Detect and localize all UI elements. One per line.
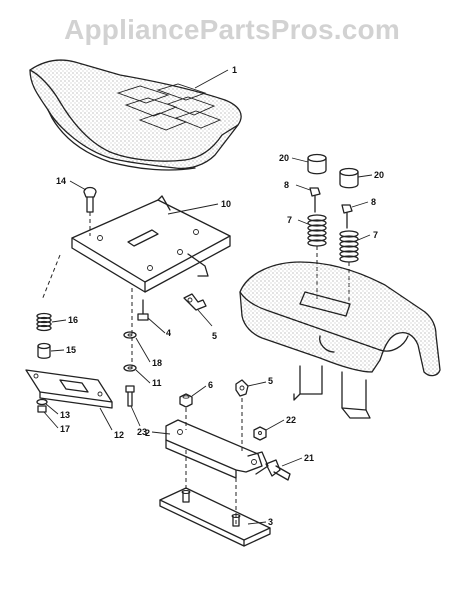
seat-plate-part [71,195,231,293]
callout-20-left: 20 [279,153,289,163]
spring-part-7-left [307,214,327,247]
bushing-part-15 [37,342,51,359]
watermark: AppliancePartsPros.com [64,14,400,45]
callout-14: 14 [56,176,66,186]
callout-13: 13 [60,410,70,420]
callout-8-left: 8 [284,180,289,190]
callout-10: 10 [221,199,231,209]
callout-16: 16 [68,315,78,325]
callout-15: 15 [66,345,76,355]
callout-2: 2 [145,428,150,438]
callout-8-right: 8 [371,197,376,207]
seat-part [29,59,242,171]
callout-23: 23 [137,427,147,437]
spring-part-7-right [339,230,359,263]
callout-5-lower: 5 [268,376,273,386]
knob-bolt-part [83,186,97,213]
callout-4: 4 [166,328,171,338]
clip-part-5-lower [235,379,249,397]
callout-3: 3 [268,517,273,527]
bolt-part-21 [265,459,291,481]
nut-part-6 [179,393,193,408]
bolt-part-23 [125,385,135,407]
spring-part-16 [36,312,52,332]
callout-7-right: 7 [373,230,378,240]
bumper-part-20-left [307,153,327,175]
clip-part-5-upper [183,293,207,311]
pivot-bracket-part-2 [165,419,269,479]
bumper-part-20-right [339,167,359,189]
fender-part [239,261,441,419]
bolt-part-8-right [341,204,353,229]
mounting-plate-part-3 [159,487,271,547]
fastener-part-13-17 [36,398,48,413]
callout-22: 22 [286,415,296,425]
nut-part-22 [253,426,267,441]
slide-bracket-part-12 [25,369,113,409]
callout-18: 18 [152,358,162,368]
callout-5-upper: 5 [212,331,217,341]
washer-part-18 [123,331,137,339]
callout-20-right: 20 [374,170,384,180]
callout-7-left: 7 [287,215,292,225]
bolt-part-4 [137,299,149,321]
callout-11: 11 [152,378,162,388]
callout-6: 6 [208,380,213,390]
callout-1: 1 [232,65,237,75]
callout-12: 12 [114,430,124,440]
callout-17: 17 [60,424,70,434]
washer-part-11 [123,364,137,372]
bolt-part-8-left [309,187,321,213]
callout-21: 21 [304,453,314,463]
